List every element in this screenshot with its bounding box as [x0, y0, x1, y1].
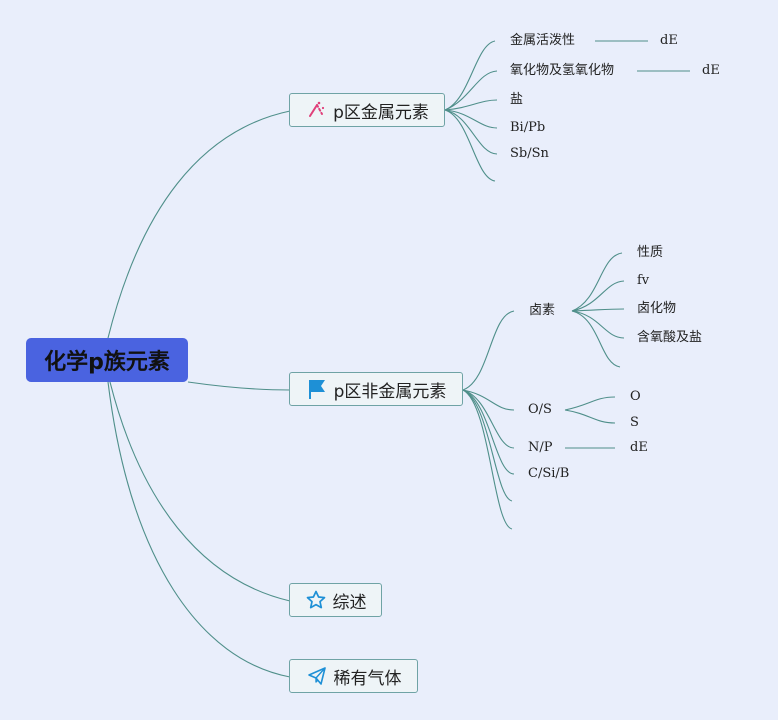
topic-summary-label: 综述: [332, 592, 367, 613]
halogen-child-properties[interactable]: 性质: [637, 245, 664, 260]
metal-child-bi-pb[interactable]: Bi/Pb: [510, 120, 546, 135]
flag-icon: [306, 378, 328, 400]
nonmetal-child-c-si-b[interactable]: C/Si/B: [528, 466, 570, 481]
connector-nonmetal-6: [462, 389, 513, 530]
os-child-o[interactable]: O: [630, 389, 641, 404]
halogen-child-fv[interactable]: fv: [637, 273, 650, 288]
paper-plane-icon: [306, 665, 328, 687]
connector-metal-2: [444, 70, 498, 111]
halogen-child-halides[interactable]: 卤化物: [637, 301, 677, 316]
metal-oxides-de[interactable]: dE: [702, 63, 720, 78]
nonmetal-child-o-s[interactable]: O/S: [528, 402, 552, 417]
metal-activity-de[interactable]: dE: [660, 33, 678, 48]
connector-halogen-1: [571, 252, 623, 312]
metal-child-salt[interactable]: 盐: [510, 92, 524, 107]
connector-metal-5: [444, 109, 498, 155]
connector-root-summary: [109, 381, 291, 602]
connector-root-nonmetal: [187, 381, 291, 391]
topic-noble-gas-label: 稀有气体: [333, 668, 402, 689]
nonmetal-child-n-p[interactable]: N/P: [528, 440, 553, 455]
topic-nonmetal-label: p区非金属元素: [333, 381, 447, 402]
connector-metal-4: [444, 109, 498, 129]
np-child-de[interactable]: dE: [630, 440, 648, 455]
connector-nonmetal-3: [462, 389, 515, 449]
connector-os-1: [564, 396, 616, 411]
connector-nonmetal-2: [462, 389, 515, 411]
connector-metal-3: [444, 99, 498, 111]
metal-child-oxides[interactable]: 氧化物及氢氧化物: [510, 63, 615, 78]
topic-summary[interactable]: 综述: [289, 583, 382, 617]
star-icon: [305, 589, 327, 611]
connector-nonmetal-4: [462, 389, 515, 475]
topic-nonmetal[interactable]: p区非金属元素: [289, 372, 463, 406]
connector-halogen-5: [571, 310, 621, 368]
metal-child-sb-sn[interactable]: Sb/Sn: [510, 146, 549, 161]
sparkle-icon: [305, 99, 327, 121]
connector-metal-1: [444, 40, 496, 111]
connector-root-metal: [107, 110, 291, 339]
connector-nonmetal-5: [462, 389, 513, 502]
connector-os-2: [564, 409, 616, 424]
connector-halogen-2: [571, 280, 625, 312]
topic-metal[interactable]: p区金属元素: [289, 93, 445, 127]
connector-metal-6: [444, 109, 496, 182]
topic-metal-label: p区金属元素: [333, 102, 429, 123]
connector-nonmetal-1: [462, 310, 515, 391]
root-label: 化学p族元素: [44, 350, 170, 375]
connector-halogen-4: [571, 310, 625, 339]
connector-halogen-3: [571, 308, 625, 312]
root-topic[interactable]: 化学p族元素: [26, 338, 188, 382]
connector-root-noble: [107, 381, 291, 678]
nonmetal-child-halogen[interactable]: 卤素: [529, 303, 556, 318]
halogen-child-oxyacids[interactable]: 含氧酸及盐: [637, 330, 703, 345]
topic-noble-gas[interactable]: 稀有气体: [289, 659, 418, 693]
os-child-s[interactable]: S: [630, 415, 639, 430]
metal-child-activity[interactable]: 金属活泼性: [510, 33, 576, 48]
